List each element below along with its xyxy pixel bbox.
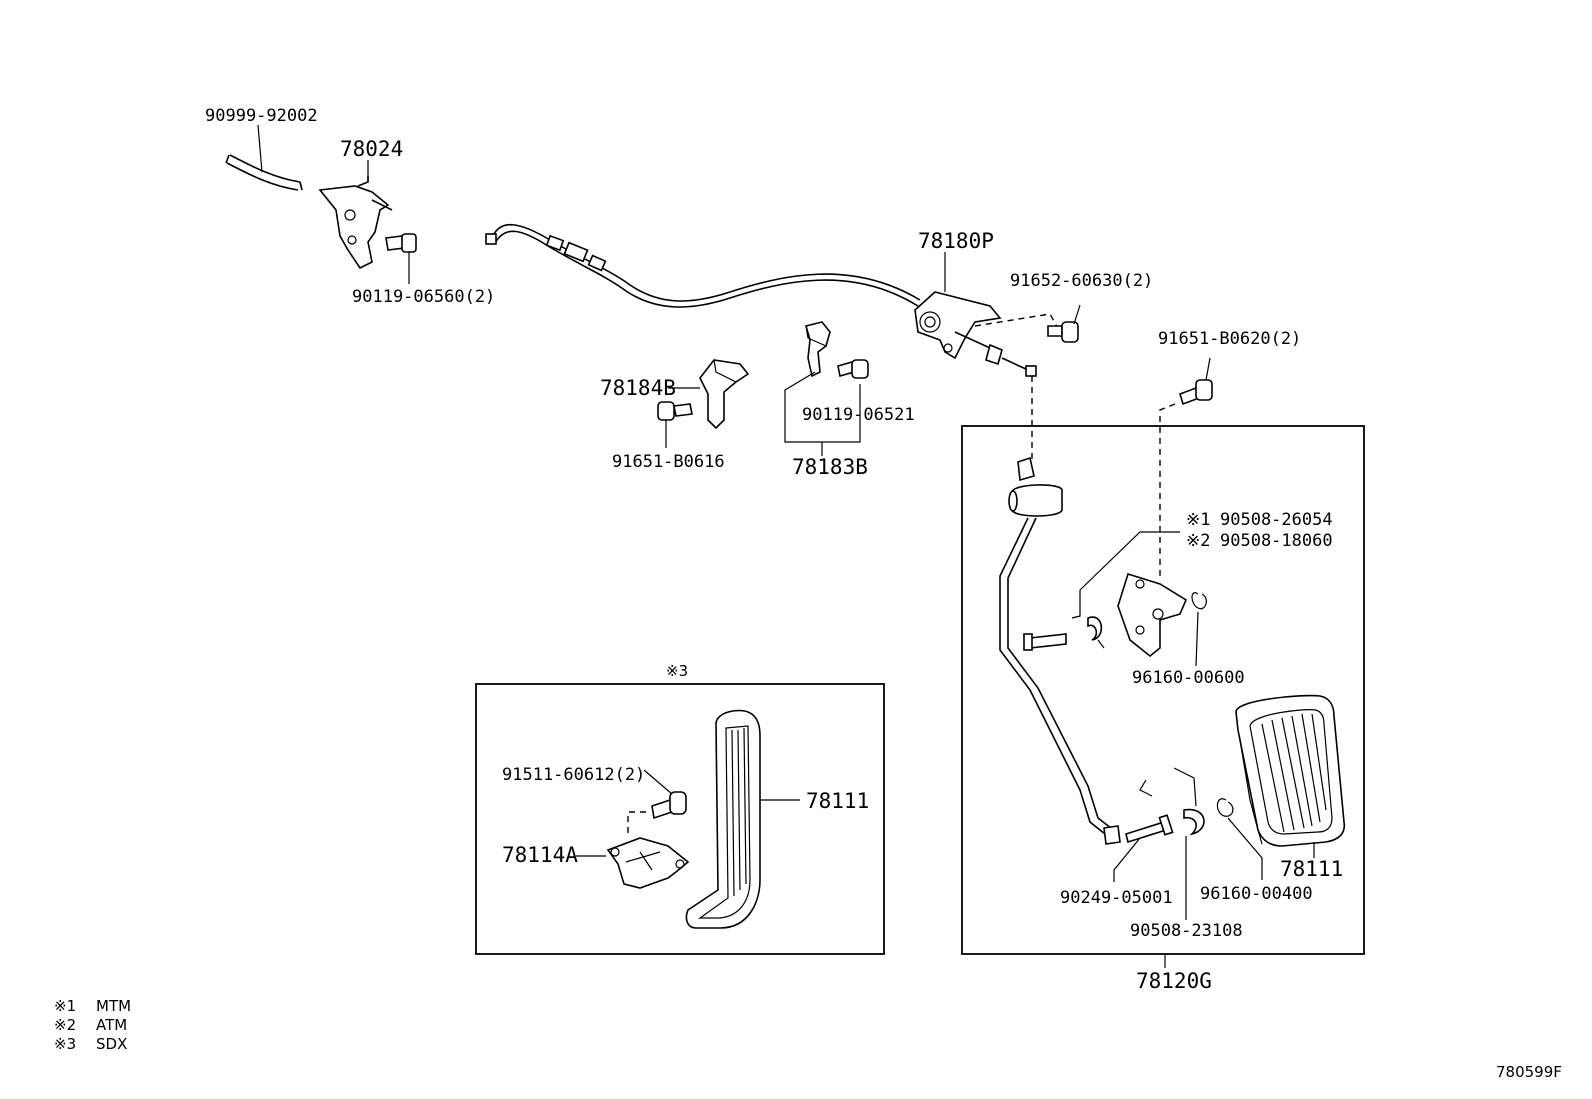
label-pad: 78111 (1280, 857, 1343, 881)
label-ring2: 96160-00400 (1200, 884, 1313, 904)
legend-text-1: MTM (96, 997, 131, 1015)
diagram-id: 780599F (1496, 1063, 1562, 1081)
label-pedal-assy: 78120G (1136, 969, 1212, 993)
legend-text-2: ATM (96, 1016, 127, 1034)
label-bolt-clamp: 91651-B0616 (612, 452, 725, 472)
bracket-top-part (318, 160, 393, 270)
label-sdx-mark: ※3 (666, 662, 688, 680)
label-spring2-mark: ※2 (1186, 531, 1210, 551)
label-spring3: 90508-23108 (1130, 921, 1243, 941)
bolt-bracket-part (385, 233, 417, 284)
label-clamp2: 78183B (792, 455, 868, 479)
label-pin: 90249-05001 (1060, 888, 1173, 908)
cable-assy-part (485, 223, 1037, 377)
label-cable-assy: 78180P (918, 229, 994, 253)
label-bracket-top: 78024 (340, 137, 403, 161)
sdx-parts (576, 709, 800, 929)
hose-part (225, 124, 303, 191)
clamp2-part (784, 321, 869, 456)
lower-pin-part (1113, 767, 1263, 920)
label-clamp: 78184B (600, 376, 676, 400)
pedal-assy-box (961, 425, 1365, 955)
legend-mark-2: ※2 (54, 1016, 76, 1034)
bolt-clamp-part (657, 401, 693, 448)
legend-mark-1: ※1 (54, 997, 76, 1015)
bolt-cable-part (974, 304, 1081, 343)
label-bolt-clamp2: 90119-06521 (802, 405, 915, 425)
legend-mark-3: ※3 (54, 1035, 76, 1053)
label-spring2: 90508-18060 (1220, 531, 1333, 551)
label-pad-sdx: 78111 (806, 789, 869, 813)
bolt-pedal-bracket-part (1159, 357, 1213, 580)
sdx-box (475, 683, 885, 955)
label-spring1-mark: ※1 (1186, 510, 1210, 530)
label-hose: 90999-92002 (205, 106, 318, 126)
clamp-part (668, 359, 750, 430)
pedal-arm-part (999, 376, 1207, 845)
label-ring1: 96160-00600 (1132, 668, 1245, 688)
pad-part (1235, 694, 1346, 858)
legend-text-3: SDX (96, 1035, 127, 1053)
label-spring1: 90508-26054 (1220, 510, 1333, 530)
legend: ※1 MTM ※2 ATM ※3 SDX (54, 997, 131, 1053)
label-screw-sdx: 91511-60612(2) (502, 765, 645, 785)
label-bracket-sdx: 78114A (502, 843, 578, 867)
label-bolt-cable: 91652-60630(2) (1010, 271, 1153, 291)
label-bolt-pedal-bracket: 91651-B0620(2) (1158, 329, 1301, 349)
label-bolt-bracket: 90119-06560(2) (352, 287, 495, 307)
